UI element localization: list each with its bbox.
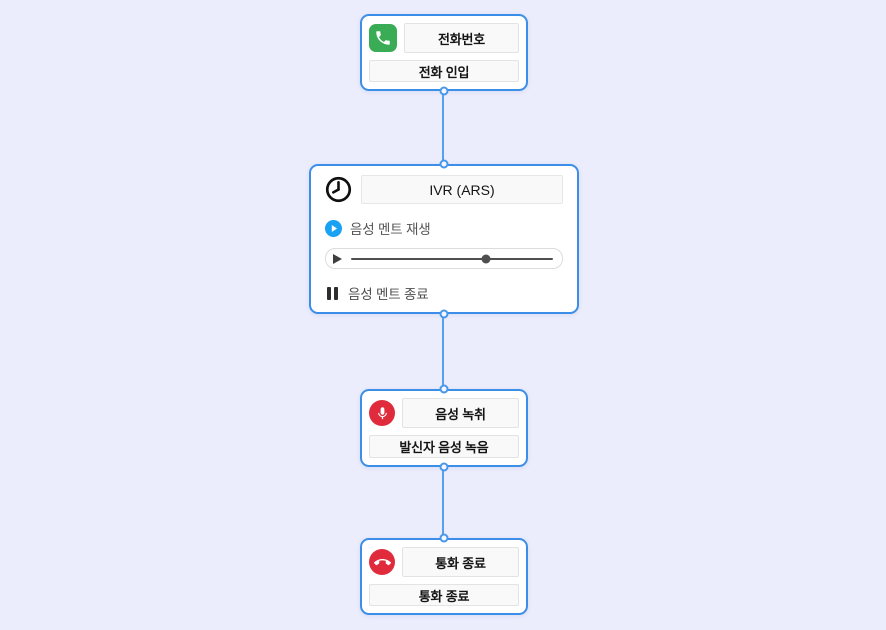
output-port[interactable] [439,309,449,319]
output-port[interactable] [439,86,449,96]
node-title: IVR (ARS) [361,175,563,204]
edge-call-to-ivr[interactable] [442,91,444,165]
audio-player[interactable] [325,248,563,269]
node-name-label: 통화 종료 [369,584,519,606]
node-type-label: 전화번호 [404,23,519,53]
phone-icon [369,24,397,52]
node-call-end[interactable]: 통화 종료 통화 종료 [360,533,528,615]
audio-track[interactable] [351,254,553,263]
node-ivr[interactable]: IVR (ARS) 음성 멘트 재생 음성 멘트 종 [309,159,579,319]
node-voice-record[interactable]: 음성 녹취 발신자 음성 녹음 [360,384,528,472]
node-type-label: 통화 종료 [402,547,519,577]
node-call-inbound[interactable]: 전화번호 전화 인입 [360,14,528,96]
node-name-label: 전화 인입 [369,60,519,82]
edge-record-to-hangup[interactable] [442,467,444,539]
play-step-label: 음성 멘트 재생 [350,222,431,237]
play-circle-icon [325,219,342,237]
input-port[interactable] [439,159,449,169]
output-port[interactable] [439,462,449,472]
clock-icon [325,176,352,203]
end-step-label: 음성 멘트 종료 [348,287,429,302]
node-name-label: 발신자 음성 녹음 [369,435,519,458]
pause-icon [325,286,340,300]
node-type-label: 음성 녹취 [402,398,519,428]
call-end-icon [369,549,395,575]
edge-ivr-to-record[interactable] [442,314,444,390]
input-port[interactable] [439,533,449,543]
input-port[interactable] [439,384,449,394]
microphone-icon [369,400,395,426]
audio-play-icon[interactable] [333,253,342,264]
audio-scrubber[interactable] [481,254,491,263]
